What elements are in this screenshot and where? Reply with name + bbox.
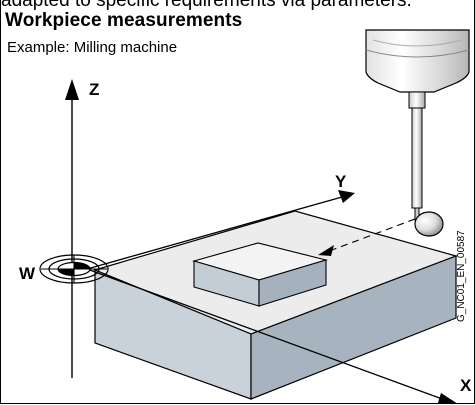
- probing-path: [318, 218, 416, 256]
- z-axis-label: Z: [89, 80, 99, 99]
- raised-feature-block: [192, 242, 329, 307]
- drawing-code-label: G_NC01_EN_00587: [456, 230, 467, 322]
- workpiece-side-face: [250, 255, 457, 400]
- diagram-title: Workpiece measurements: [5, 10, 243, 31]
- origin-w-label: W: [19, 264, 36, 283]
- y-axis: [86, 190, 355, 270]
- probe-icon: [365, 29, 470, 237]
- y-axis-label: Y: [335, 172, 347, 191]
- diagram-subtitle: Example: Milling machine: [7, 39, 178, 56]
- workpiece-block: [93, 210, 458, 400]
- x-axis-label: X: [460, 376, 472, 395]
- x-axis: [86, 268, 457, 403]
- partial-top-text: adapted to specific requirements via par…: [1, 0, 412, 11]
- z-axis: [65, 79, 79, 378]
- origin-w-icon: [39, 254, 109, 284]
